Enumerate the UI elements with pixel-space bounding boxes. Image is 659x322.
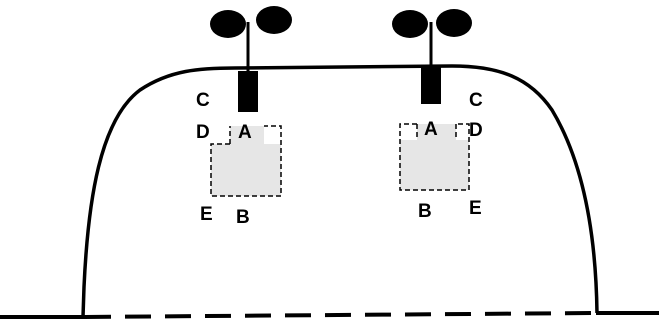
right-plant: A B C D E — [392, 9, 483, 222]
left-label-b: B — [236, 207, 250, 228]
left-plant-leaf-left — [210, 10, 246, 38]
left-label-a: A — [238, 122, 252, 143]
raised-bed-outline — [81, 64, 599, 318]
bed-base-dashed-line — [84, 311, 597, 319]
left-label-d: D — [196, 122, 210, 143]
left-label-e: E — [200, 204, 213, 225]
right-root-zone — [400, 124, 469, 190]
right-label-c: C — [469, 90, 483, 111]
left-root-zone — [211, 126, 281, 196]
left-root-zone-border — [210, 125, 282, 197]
right-root-zone-border — [399, 123, 470, 191]
right-label-a: A — [424, 119, 438, 140]
right-plant-leaf-right — [436, 9, 472, 37]
right-label-d: D — [469, 120, 483, 141]
left-label-c: C — [196, 90, 210, 111]
left-plant-leaf-right — [256, 6, 292, 34]
left-plant-collar — [238, 71, 258, 112]
right-plant-leaf-left — [392, 10, 428, 38]
right-label-b: B — [418, 201, 432, 222]
left-plant: A B C D E — [196, 6, 292, 228]
right-plant-collar — [421, 66, 441, 104]
right-label-e: E — [469, 198, 482, 219]
